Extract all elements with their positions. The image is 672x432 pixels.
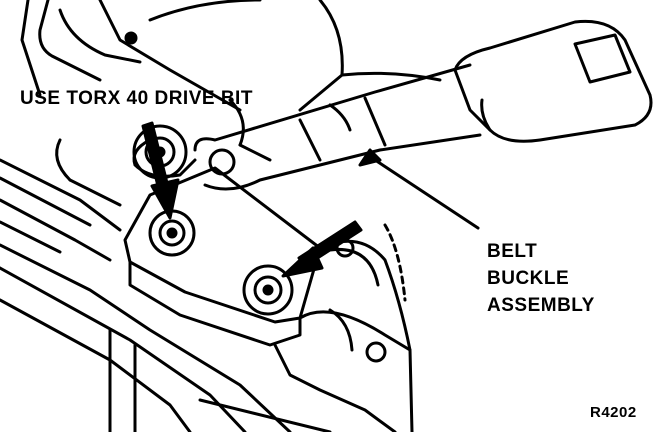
belt-strap [193,63,482,191]
figure-reference-number: R4202 [590,404,637,421]
seat-panel [20,0,442,162]
seat-rails [0,138,332,432]
arrow-icon [141,121,382,278]
callout-line-buckle: BUCKLE [487,268,570,289]
buckle-tongue [453,19,653,143]
callout-leader-line [370,156,480,230]
belt-buckle-assembly-callout: BELT BUCKLE ASSEMBLY [487,238,595,319]
torx-screw-icon [132,124,355,316]
mounting-bracket [123,138,414,432]
callout-line-belt: BELT [487,241,538,262]
callout-line-assembly: ASSEMBLY [487,295,595,316]
torx-drive-bit-note: USE TORX 40 DRIVE BIT [20,88,253,109]
